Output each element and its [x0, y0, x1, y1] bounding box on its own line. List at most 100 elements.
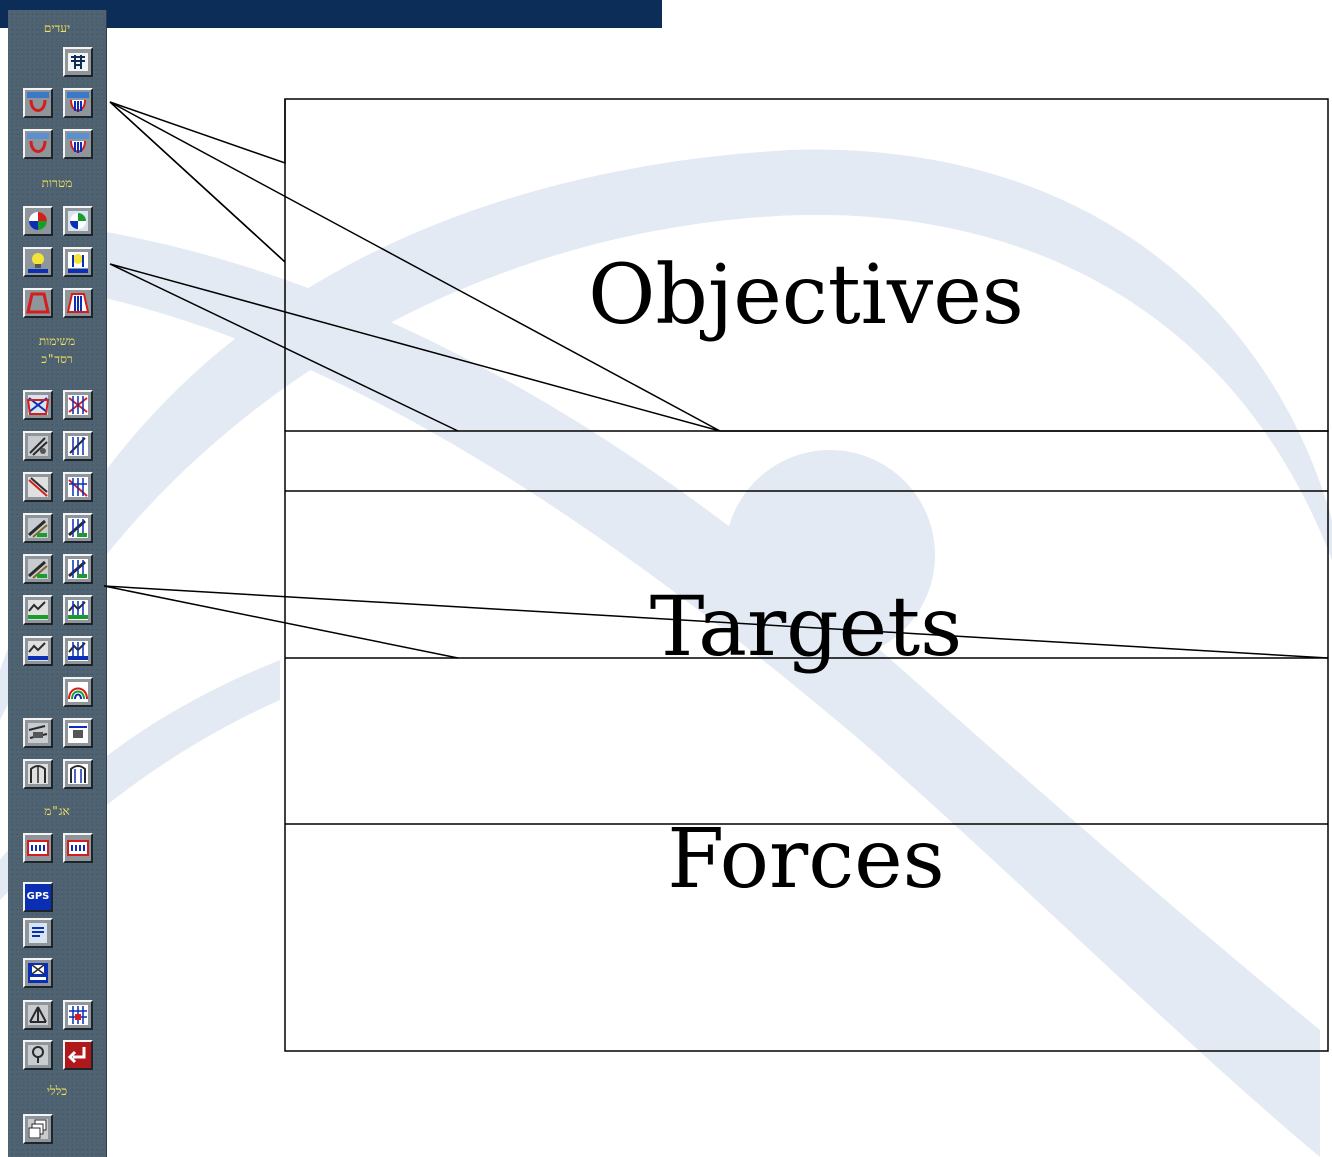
target-color-icon: [68, 211, 88, 231]
rifle-icon: [28, 559, 48, 579]
ops-unit-2-button[interactable]: [63, 833, 93, 863]
mission-patrol-button[interactable]: [23, 431, 53, 461]
mission-rifle-2-button[interactable]: [63, 513, 93, 543]
mission-route-2-button[interactable]: [63, 595, 93, 625]
patrol-grid-icon: [68, 436, 88, 456]
ops-grid-button[interactable]: [63, 1000, 93, 1030]
top-title-bar: [0, 0, 662, 28]
lightbulb-icon: [28, 253, 48, 273]
forces-outer-frame: [284, 430, 1329, 1052]
mission-rifle-4-button[interactable]: [63, 554, 93, 584]
mission-line-2-button[interactable]: [63, 472, 93, 502]
objective-blue-arc-button[interactable]: [63, 88, 93, 118]
mission-route-button[interactable]: [23, 595, 53, 625]
section-label-targets-he: מטרות: [41, 176, 73, 190]
mission-route-3-button[interactable]: [23, 636, 53, 666]
ops-hierarchy-button[interactable]: [23, 1000, 53, 1030]
area-cross-icon: [26, 395, 50, 415]
targets-callout: [109, 263, 721, 432]
stacked-windows-icon: [28, 1119, 48, 1139]
target-circle-button[interactable]: [23, 206, 53, 236]
section-label-general-he: כללי: [46, 1084, 68, 1098]
gate-grid-icon: [68, 764, 88, 784]
horseshoe-blue-icon: [67, 133, 89, 153]
rainbow-icon: [68, 682, 88, 702]
diagonal-grid-icon: [68, 477, 88, 497]
target-color-icon: [29, 212, 47, 230]
trapezoid-blue-icon: [66, 293, 90, 313]
horseshoe-blue-icon: [67, 92, 89, 112]
target-trapezoid-button[interactable]: [23, 288, 53, 318]
document-icon: [29, 923, 47, 943]
hierarchy-icon: [28, 1005, 48, 1025]
mission-vehicle-button[interactable]: [23, 718, 53, 748]
vehicle-grid-icon: [68, 723, 88, 743]
unit-box-icon: [27, 840, 49, 856]
gps-button[interactable]: GPS: [23, 882, 53, 912]
objective-red-arc-button[interactable]: [23, 88, 53, 118]
rifle-icon: [28, 518, 48, 538]
general-windows-button[interactable]: [23, 1114, 53, 1144]
patrol-icon: [28, 436, 48, 456]
gps-label: GPS: [26, 891, 50, 902]
swoosh-arc: [0, 149, 1332, 721]
unit-box-icon: [67, 840, 89, 856]
map-icon: [68, 53, 88, 71]
route-icon: [28, 641, 48, 661]
mission-rainbow-button[interactable]: [63, 677, 93, 707]
ops-mail-button[interactable]: [23, 958, 53, 988]
route-grid-icon: [68, 641, 88, 661]
trapezoid-red-icon: [26, 292, 50, 314]
vehicle-icon: [28, 723, 48, 743]
horseshoe-red-icon: [27, 133, 49, 153]
section-label-missions-he-2: רסד"כ: [41, 352, 73, 366]
target-trapezoid-2-button[interactable]: [63, 288, 93, 318]
mail-icon: [28, 963, 48, 983]
left-toolbar: יעדים מטרות משימות רסד"כ אג"מ GPS כללי: [8, 10, 107, 1157]
mission-rifle-3-button[interactable]: [23, 554, 53, 584]
targets-label: Targets: [649, 580, 963, 675]
mission-area-2-button[interactable]: [63, 390, 93, 420]
objectives-label: Objectives: [588, 248, 1024, 343]
route-icon: [28, 600, 48, 620]
objective-blue-arc-2-button[interactable]: [63, 129, 93, 159]
ops-info-button[interactable]: [23, 1040, 53, 1070]
info-bulb-icon: [28, 1045, 48, 1065]
return-arrow-icon: [67, 1047, 86, 1064]
mission-vehicle-2-button[interactable]: [63, 718, 93, 748]
mission-line-button[interactable]: [23, 472, 53, 502]
lightbulb-icon: [68, 252, 88, 273]
mission-patrol-2-button[interactable]: [63, 431, 93, 461]
rifle-grid-icon: [68, 518, 88, 538]
route-grid-icon: [68, 600, 88, 620]
mission-route-4-button[interactable]: [63, 636, 93, 666]
target-bulb-2-button[interactable]: [63, 247, 93, 277]
objectives-callout-shape: [109, 99, 286, 263]
mission-gate-button[interactable]: [23, 759, 53, 789]
target-bulb-button[interactable]: [23, 247, 53, 277]
swoosh-tail: [0, 660, 280, 900]
objectives-callout-panel: [109, 98, 1329, 432]
horseshoe-red-icon: [27, 92, 49, 112]
objective-map-button[interactable]: [63, 47, 93, 77]
forces-label: Forces: [667, 812, 945, 907]
ops-document-button[interactable]: [23, 918, 53, 948]
mission-gate-2-button[interactable]: [63, 759, 93, 789]
diagonal-line-icon: [28, 477, 48, 497]
mission-area-button[interactable]: [23, 390, 53, 420]
objective-red-arc-2-button[interactable]: [23, 129, 53, 159]
grid-icon: [68, 1005, 88, 1025]
forces-callout: [103, 585, 1329, 659]
swoosh-globe: [725, 450, 935, 660]
ops-unit-button[interactable]: [23, 833, 53, 863]
back-button[interactable]: [63, 1040, 93, 1070]
gate-icon: [28, 764, 48, 784]
target-circle-2-button[interactable]: [63, 206, 93, 236]
section-label-operations-he: אג"מ: [44, 804, 70, 818]
section-label-missions-he: משימות: [38, 334, 76, 348]
mission-rifle-button[interactable]: [23, 513, 53, 543]
area-grid-icon: [68, 395, 88, 415]
rifle-grid-icon: [68, 559, 88, 579]
